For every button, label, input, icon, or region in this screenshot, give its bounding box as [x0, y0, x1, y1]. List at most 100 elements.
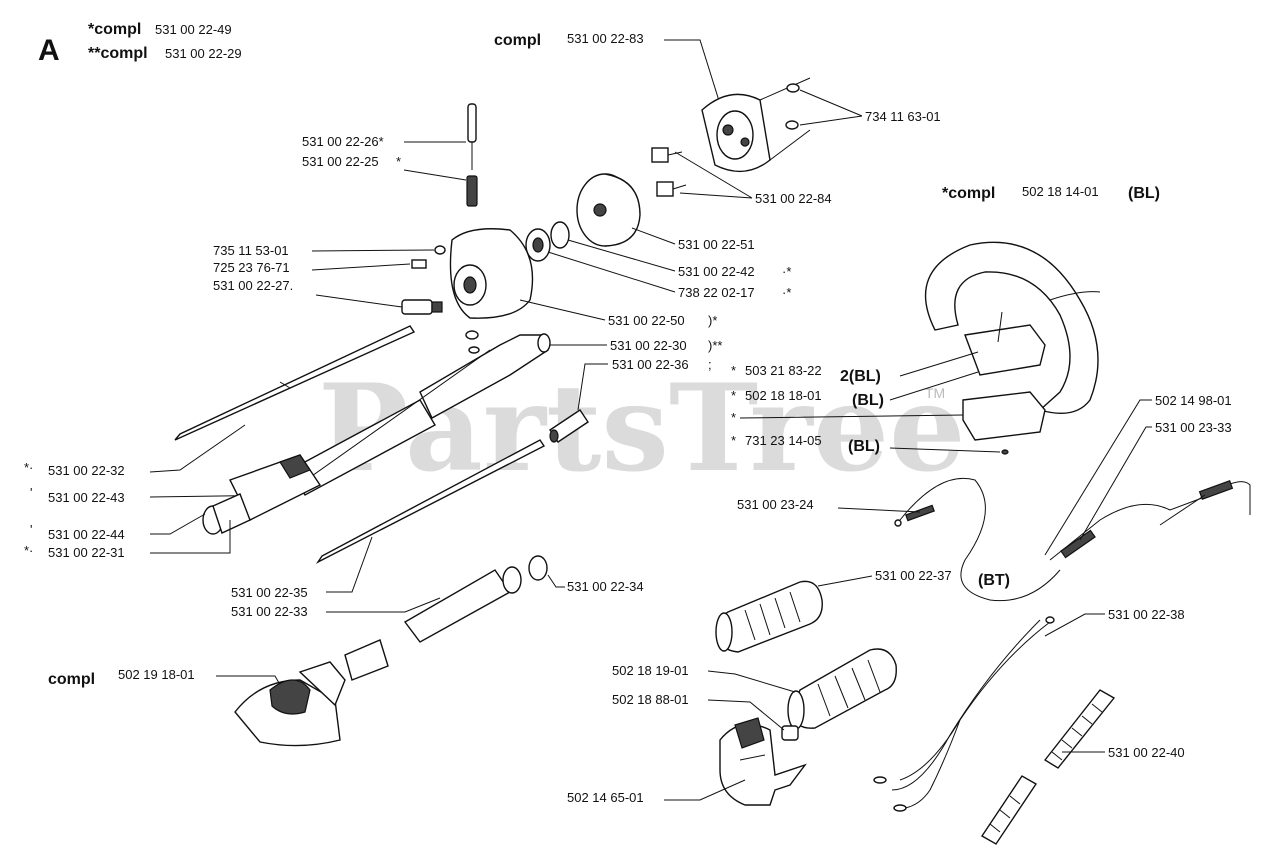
pn-531-00-22-42: 531 00 22-42 [678, 264, 755, 279]
bl-503: 2(BL) [840, 368, 881, 385]
leader-23-33 [1079, 426, 1152, 541]
pn-531-00-22-50: 531 00 22-50 [608, 313, 685, 328]
clutch-group-pn: 531 00 22-83 [567, 31, 644, 46]
loop-handle [924, 241, 1101, 414]
bushing-531-00-22-27 [401, 299, 443, 315]
pn-503-21-83-22: 503 21 83-22 [745, 363, 822, 378]
handle-group-label: *compl [942, 185, 995, 202]
leader-23-24 [837, 507, 921, 513]
leader-51 [631, 227, 676, 245]
pn-502-14-65-01: 502 14 65-01 [567, 790, 644, 805]
pn-531-00-22-25: 531 00 22-25 [302, 154, 379, 169]
bt-mark: (BT) [978, 572, 1010, 589]
leader-22-38 [1044, 613, 1105, 637]
mark-17: ·* [782, 285, 791, 300]
mark-731: * [731, 433, 736, 448]
leader-clutch [664, 39, 726, 121]
screws-531-00-22-84 [651, 147, 687, 197]
leader-31 [150, 520, 231, 554]
leader-503 [899, 351, 979, 377]
leader-36 [577, 363, 608, 411]
mark-36: ; [708, 357, 712, 372]
shaft-531-00-22-32 [174, 325, 416, 441]
pn-531-00-22-27: 531 00 22-27. [213, 278, 293, 293]
pn-502-18-19-01: 502 18 19-01 [612, 663, 689, 678]
compl-star-label: *compl [88, 21, 141, 38]
mark-44: ' [30, 522, 32, 537]
pn-531-00-22-44: 531 00 22-44 [48, 527, 125, 542]
tube-531-00-22-33 [403, 566, 522, 643]
pn-502-18-18-01: 502 18 18-01 [745, 388, 822, 403]
mark-31: *· [24, 543, 33, 558]
gear-group-label: compl [48, 671, 95, 688]
spring-531-00-22-25 [466, 175, 478, 207]
shaft-531-00-22-35 [315, 439, 546, 564]
screw-725-23-76-71 [411, 259, 427, 269]
pn-531-00-23-24: 531 00 23-24 [737, 497, 814, 512]
leader-18-18 [889, 371, 979, 401]
mark-503: * [731, 363, 736, 378]
grip-531-00-22-37 [715, 580, 823, 653]
bl-18-18: (BL) [852, 392, 884, 409]
leader-50 [519, 299, 606, 321]
spiral-531-00-22-40 [981, 689, 1116, 845]
trademark: TM [925, 385, 945, 401]
pn-531-00-22-84: 531 00 22-84 [755, 191, 832, 206]
sleeve-small [344, 639, 389, 681]
clutch-housing [449, 228, 534, 319]
leader-44 [150, 513, 206, 535]
pn-738-22-02-17: 738 22 02-17 [678, 285, 755, 300]
cable-531-00-23-33 [1049, 479, 1251, 561]
drum-531-00-22-51 [576, 173, 641, 247]
clip-531-00-22-34 [528, 555, 548, 581]
clutch-assembly [701, 77, 811, 173]
mark-30: )** [708, 338, 722, 353]
pn-531-00-22-32: 531 00 22-32 [48, 463, 125, 478]
pn-531-00-22-31: 531 00 22-31 [48, 545, 125, 560]
pn-531-00-22-36: 531 00 22-36 [612, 357, 689, 372]
pn-531-00-22-37: 531 00 22-37 [875, 568, 952, 583]
pn-502-18-88-01: 502 18 88-01 [612, 692, 689, 707]
pn-735-11-53-01: 735 11 53-01 [213, 243, 289, 258]
pn-531-00-22-51: 531 00 22-51 [678, 237, 755, 252]
pn-725-23-76-71: 725 23 76-71 [213, 260, 290, 275]
bearing-738-22-02-17 [525, 228, 551, 262]
cable-531-00-23-24 [894, 477, 1061, 602]
clutch-group-label: compl [494, 32, 541, 49]
sleeve-531-00-22-36 [549, 409, 589, 443]
nut-735-11-53-01 [434, 245, 446, 255]
harness-531-00-22-38 [873, 616, 1055, 812]
leader-14-98 [1044, 399, 1152, 556]
gear-group-pn: 502 19 18-01 [118, 667, 195, 682]
pn-531-00-23-33: 531 00 23-33 [1155, 420, 1232, 435]
leader-735 [311, 249, 435, 252]
leader-33 [326, 597, 441, 613]
pn-734-11-63-01: 734 11 63-01 [865, 109, 941, 124]
leader-clamp [739, 414, 964, 419]
pin-531-00-22-26 [467, 103, 477, 170]
compl-star-pn: 531 00 22-49 [155, 22, 232, 37]
leader-42 [567, 239, 676, 272]
tube-531-00-22-30 [419, 333, 551, 419]
leader-27 [315, 294, 403, 308]
coupling-531-00-22-44 [202, 454, 322, 535]
mark-43: ' [30, 485, 32, 500]
leader-84 [674, 151, 753, 199]
mark-42: ·* [782, 264, 791, 279]
pn-731-23-14-05: 731 23 14-05 [745, 433, 822, 448]
mark-32: *· [24, 460, 33, 475]
compl-dstar-label: **compl [88, 45, 148, 62]
washer-small [465, 330, 480, 354]
pn-531-00-22-40: 531 00 22-40 [1108, 745, 1185, 760]
leader-34 [547, 574, 565, 588]
gear-head [234, 661, 346, 747]
throttle-502-14-65-01 [719, 717, 807, 806]
grip-502-18-19-01 [787, 648, 897, 730]
ring-531-00-22-42 [550, 221, 570, 249]
nut-731 [1001, 449, 1009, 455]
leader-18-88 [707, 699, 785, 731]
pn-531-00-22-33: 531 00 22-33 [231, 604, 308, 619]
mark-50: )* [708, 313, 717, 328]
leader-14-65 [664, 779, 746, 801]
